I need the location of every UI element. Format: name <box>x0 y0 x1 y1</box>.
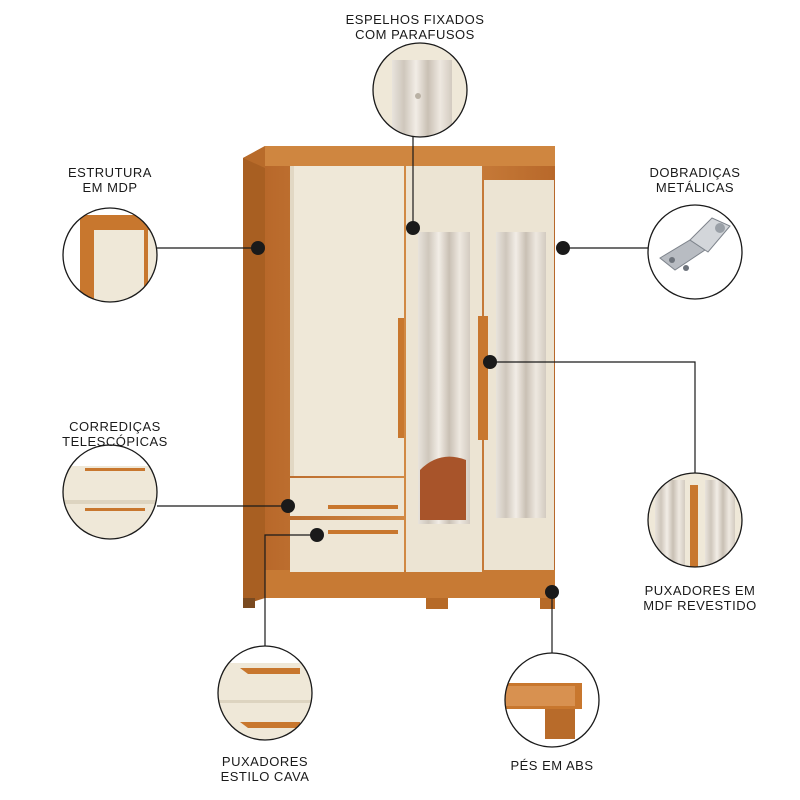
label-estrutura-line1: ESTRUTURA <box>68 165 152 180</box>
drawer-lower <box>290 520 404 572</box>
label-corredicas: CORREDIÇAS TELESCÓPICAS <box>50 419 180 449</box>
dot-dobradicas <box>556 241 570 255</box>
dot-espelhos <box>406 221 420 235</box>
dot-pes <box>545 585 559 599</box>
detail-circle-estrutura <box>62 207 158 303</box>
label-estrutura: ESTRUTURA EM MDP <box>55 165 165 195</box>
detail-circle-puxadores-cava <box>217 645 313 741</box>
right-mirror <box>496 232 546 518</box>
label-espelhos-line1: ESPELHOS FIXADOS <box>345 12 485 27</box>
wardrobe-foot-right <box>540 598 555 609</box>
label-espelhos-line2: COM PARAFUSOS <box>355 27 475 42</box>
wardrobe-side-panel <box>243 146 265 605</box>
wardrobe-plinth <box>265 570 555 598</box>
label-pes-line1: PÉS EM ABS <box>510 758 594 773</box>
detail-circle-dobradicas <box>647 204 743 300</box>
label-dobradicas: DOBRADIÇAS METÁLICAS <box>630 165 760 195</box>
label-puxadores-mdf-line1: PUXADORES EM <box>644 583 756 598</box>
label-dobradicas-line1: DOBRADIÇAS <box>649 165 741 180</box>
dot-puxadores-mdf <box>483 355 497 369</box>
label-corredicas-line1: CORREDIÇAS <box>69 419 161 434</box>
left-door <box>290 166 404 476</box>
label-corredicas-line2: TELESCÓPICAS <box>62 434 168 449</box>
right-door-handle <box>478 316 488 440</box>
detail-circle-puxadores-mdf <box>647 472 743 568</box>
callout-lines <box>157 137 696 653</box>
label-puxadores-mdf: PUXADORES EM MDF REVESTIDO <box>630 583 770 613</box>
dot-estrutura <box>251 241 265 255</box>
wardrobe-illustration <box>243 146 555 609</box>
dot-corredicas <box>281 499 295 513</box>
label-dobradicas-line2: METÁLICAS <box>655 180 735 195</box>
wardrobe-foot-mid <box>426 598 448 609</box>
dot-puxadores-cava <box>310 528 324 542</box>
label-puxadores-cava: PUXADORES ESTILO CAVA <box>205 754 325 784</box>
detail-circle-pes <box>504 652 600 748</box>
wardrobe-foot-left <box>243 598 255 608</box>
left-door-handle <box>398 318 404 438</box>
label-pes: PÉS EM ABS <box>500 758 604 773</box>
detail-circle-espelhos <box>372 42 468 138</box>
drawer-upper <box>290 478 404 516</box>
label-puxadores-mdf-line2: MDF REVESTIDO <box>643 598 757 613</box>
label-puxadores-cava-line2: ESTILO CAVA <box>220 769 310 784</box>
callout-dots <box>251 221 570 599</box>
label-estrutura-line2: EM MDP <box>82 180 138 195</box>
label-espelhos: ESPELHOS FIXADOS COM PARAFUSOS <box>335 12 495 42</box>
label-puxadores-cava-line1: PUXADORES <box>221 754 309 769</box>
detail-circle-corredicas <box>62 444 158 540</box>
